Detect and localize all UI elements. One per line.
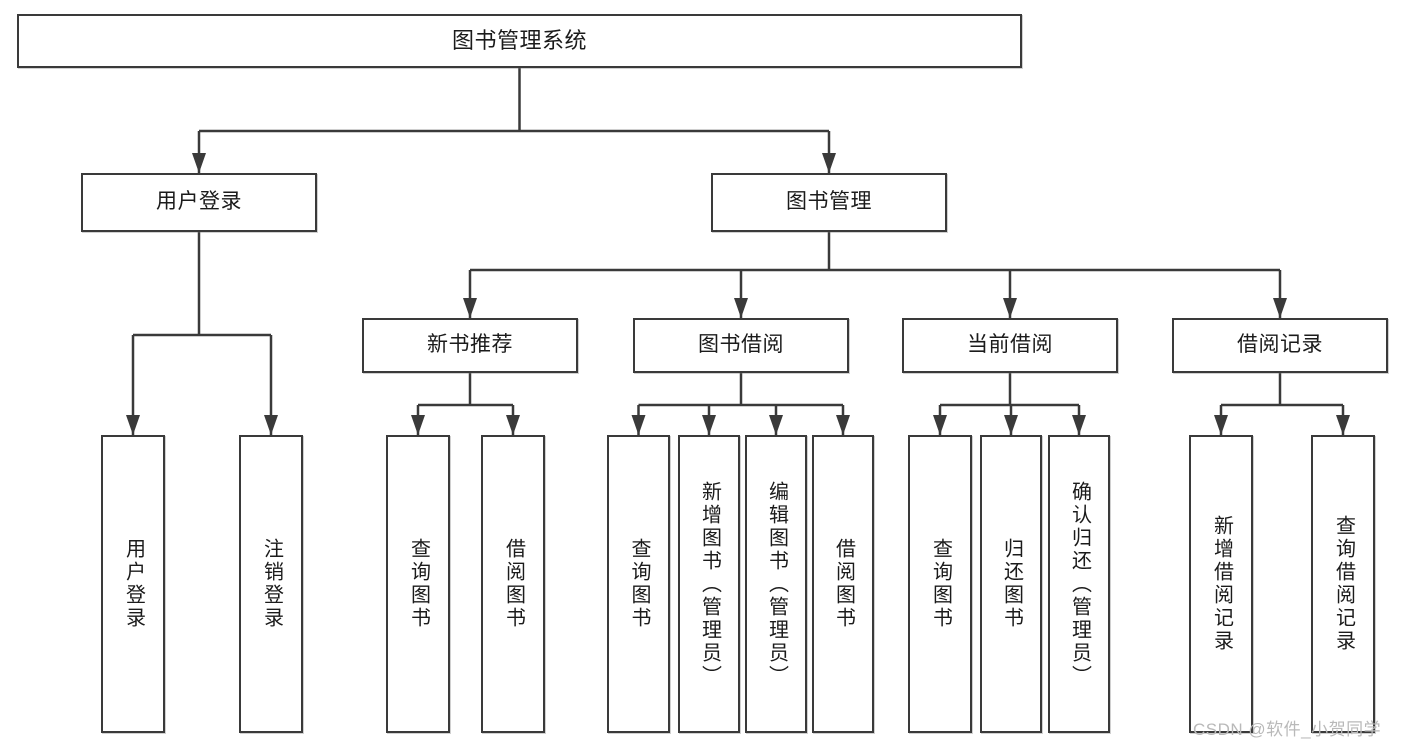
arrow-head-3-1 [506,415,520,435]
node-leaf-cur-3[interactable]: 确认归还（管理员） [1048,435,1110,733]
arrow-head-6-0 [1214,415,1228,435]
node-leaf-cur-2[interactable]: 归还图书 [980,435,1042,733]
node-label: 查询图书 [929,538,952,630]
watermark: CSDN @软件_小贺同学 [1193,720,1382,739]
arrow-head-4-1 [702,415,716,435]
node-label: 查询图书 [407,538,430,630]
node-leaf-login-1[interactable]: 用户登录 [101,435,165,733]
node-leaf-rec-1[interactable]: 新增借阅记录 [1189,435,1253,733]
node-label: 新增借阅记录 [1210,515,1233,653]
arrow-head-4-0 [631,415,646,435]
node-newbook[interactable]: 新书推荐 [362,318,578,373]
node-leaf-cur-1[interactable]: 查询图书 [908,435,972,733]
arrow-head-6-1 [1336,415,1350,435]
arrow-head-5-0 [933,415,947,435]
node-label: 编辑图书（管理员） [765,480,788,688]
node-label: 新书推荐 [427,333,513,357]
node-label: 当前借阅 [967,333,1053,357]
node-label: 用户登录 [122,538,145,630]
node-leaf-borrow-2[interactable]: 新增图书（管理员） [678,435,740,733]
node-label: 归还图书 [1000,538,1023,630]
arrow-head-2-0 [463,298,477,318]
node-borrow[interactable]: 图书借阅 [633,318,849,373]
node-label: 查询借阅记录 [1332,515,1355,653]
node-label: 图书借阅 [698,333,784,357]
arrow-head-2-3 [1273,298,1287,318]
node-label: 注销登录 [260,538,283,630]
arrow-head-1-0 [126,415,140,435]
node-current[interactable]: 当前借阅 [902,318,1118,373]
node-label: 新增图书（管理员） [698,480,721,688]
node-root[interactable]: 图书管理系统 [17,14,1022,68]
node-record[interactable]: 借阅记录 [1172,318,1388,373]
arrow-head-3-0 [411,415,425,435]
arrow-head-2-1 [734,298,748,318]
arrow-head-0-0 [192,153,206,173]
node-label: 借阅图书 [502,538,525,630]
node-leaf-login-2[interactable]: 注销登录 [239,435,303,733]
node-label: 图书管理 [786,190,872,214]
arrow-head-0-1 [822,153,836,173]
node-login[interactable]: 用户登录 [81,173,317,232]
node-leaf-borrow-1[interactable]: 查询图书 [607,435,670,733]
arrow-head-5-1 [1004,415,1018,435]
node-leaf-borrow-4[interactable]: 借阅图书 [812,435,874,733]
arrow-head-1-1 [264,415,278,435]
node-bookmgmt[interactable]: 图书管理 [711,173,947,232]
node-label: 确认归还（管理员） [1068,480,1091,688]
node-leaf-borrow-3[interactable]: 编辑图书（管理员） [745,435,807,733]
node-label: 图书管理系统 [451,28,587,54]
arrow-head-5-2 [1072,415,1086,435]
arrow-head-4-2 [769,415,783,435]
arrow-head-4-3 [836,415,850,435]
arrow-head-2-2 [1003,298,1017,318]
node-leaf-new-1[interactable]: 查询图书 [386,435,450,733]
node-leaf-rec-2[interactable]: 查询借阅记录 [1311,435,1375,733]
node-label: 用户登录 [156,190,242,214]
node-leaf-new-2[interactable]: 借阅图书 [481,435,545,733]
node-label: 借阅图书 [832,538,855,630]
node-label: 借阅记录 [1237,333,1323,357]
node-label: 查询图书 [628,538,650,630]
